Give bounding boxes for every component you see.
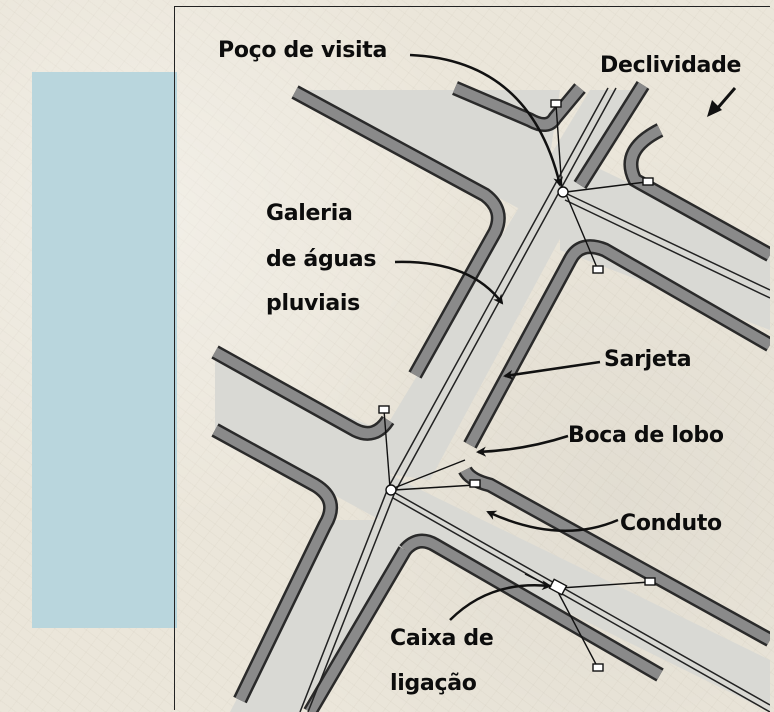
manhole-upper — [557, 186, 569, 198]
declividade-arrow-icon — [707, 87, 737, 117]
inlet-upper-right — [642, 177, 654, 186]
arrow-boca — [476, 434, 569, 457]
arrow-sarjeta — [503, 360, 601, 380]
label-galeria-3: pluviais — [266, 291, 360, 316]
inlet-top — [550, 99, 562, 108]
inlet-upper-right-lower — [592, 265, 604, 274]
inlet-left — [378, 405, 390, 414]
leader-arrows — [394, 53, 619, 621]
gallery-lower-right-a — [389, 489, 770, 706]
blue-side-panel — [32, 72, 177, 628]
gallery-upper-right-b — [564, 199, 770, 299]
inlet-bottom — [592, 663, 604, 672]
structures — [378, 99, 656, 672]
street-lower-right — [380, 470, 770, 712]
diagram-frame — [174, 6, 770, 710]
label-caixa-2: ligação — [390, 671, 477, 696]
label-conduto: Conduto — [620, 511, 722, 536]
street-left — [215, 360, 380, 520]
gallery-upper-right-a — [562, 191, 770, 291]
label-sarjeta: Sarjeta — [604, 347, 691, 372]
label-poco-de-visita: Poço de visita — [218, 38, 387, 63]
labels: Poço de visita Declividade Galeria de ág… — [218, 38, 741, 696]
street-lower-diagonal — [230, 520, 420, 712]
arrow-conduto — [486, 510, 619, 533]
label-boca-de-lobo: Boca de lobo — [568, 423, 724, 448]
label-caixa-1: Caixa de — [390, 626, 494, 651]
inlet-center — [469, 479, 481, 488]
manhole-lower — [385, 484, 397, 496]
inlet-lower-right — [644, 577, 656, 586]
label-declividade: Declividade — [600, 53, 741, 78]
gallery-lower-right-b — [392, 497, 770, 712]
label-galeria-1: Galeria — [266, 201, 353, 226]
label-galeria-2: de águas — [266, 247, 376, 272]
curbs — [211, 81, 770, 712]
arrow-caixa — [449, 580, 552, 621]
arrow-galeria — [394, 260, 504, 305]
arrow-poco — [409, 53, 563, 187]
